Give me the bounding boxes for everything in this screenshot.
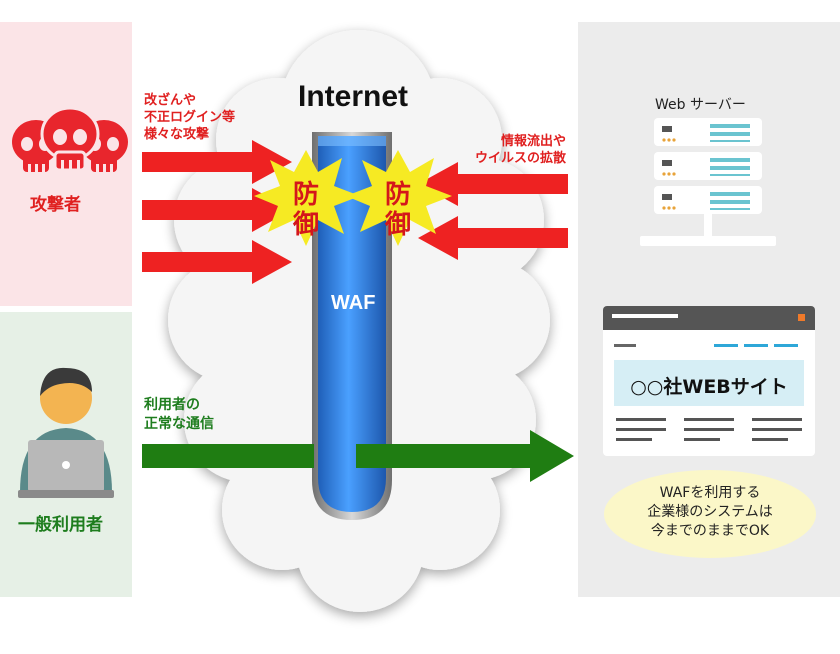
server-title: Web サーバー [655, 97, 746, 113]
normal-traffic-description: 利用者の 正常な通信 [144, 397, 214, 432]
waf-label: WAF [331, 292, 376, 314]
leak-description: 情報流出や ウイルスの拡散 [474, 134, 566, 166]
skull-icon [12, 106, 128, 172]
note-bubble [604, 470, 816, 558]
browser-window-icon [603, 306, 815, 456]
burst-icon [254, 150, 452, 246]
person-laptop-icon [18, 367, 114, 498]
note-text: WAFを利用する 企業様のシステムは 今までのままでOK [647, 485, 773, 539]
website-title: ○○社WEBサイト [630, 376, 788, 398]
leak-arrows-right [418, 162, 568, 260]
defense-label-left: 防 御 [292, 180, 319, 240]
attacker-label: 攻撃者 [30, 195, 81, 215]
defense-label-right: 防 御 [384, 180, 411, 240]
server-icon [640, 118, 776, 246]
waf-tube [312, 132, 392, 520]
user-label: 一般利用者 [18, 515, 103, 535]
normal-traffic-arrow [142, 430, 574, 482]
attack-arrows-left [142, 140, 292, 284]
internet-label: Internet [298, 80, 409, 113]
attack-description: 改ざんや 不正ログイン等 様々な攻撃 [144, 93, 236, 142]
